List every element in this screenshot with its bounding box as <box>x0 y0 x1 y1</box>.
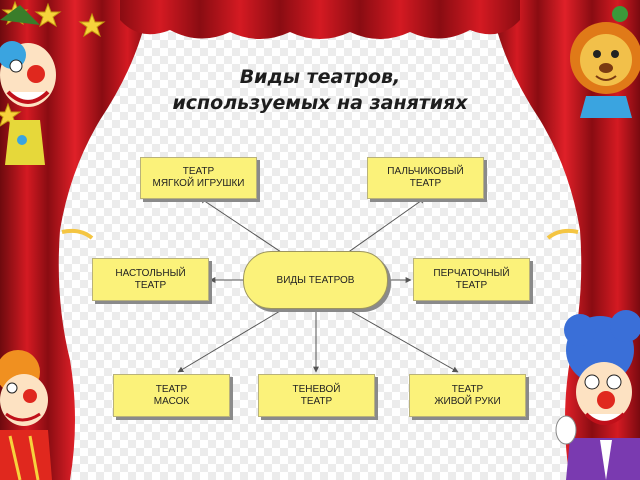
page-title: Виды театров, используемых на занятиях <box>120 64 520 116</box>
node-label-line2: ТЕАТР <box>409 178 442 189</box>
title-line-2: используемых на занятиях <box>172 92 468 114</box>
node-label-line1: ТЕАТР <box>155 383 188 395</box>
node-label-line2: ТЕАТР <box>455 279 488 291</box>
node-label-line1: ТЕНЕВОЙ <box>292 383 341 395</box>
node-label-line1: ТЕАТР <box>451 383 484 395</box>
node-label-line1: ТЕАТР <box>182 166 215 177</box>
node-label-line2: ТЕАТР <box>134 279 167 291</box>
curtain-valance <box>120 0 520 39</box>
connector-arrow <box>339 197 426 259</box>
node-label-line1: ПЕРЧАТОЧНЫЙ <box>433 267 510 279</box>
node-label-line1: ПАЛЬЧИКОВЫЙ <box>387 166 464 177</box>
center-node-label: ВИДЫ ТЕАТРОВ <box>276 274 355 286</box>
node-label-line2: МАСОК <box>153 395 190 407</box>
center-node: ВИДЫ ТЕАТРОВ <box>243 251 388 309</box>
connector-arrow <box>339 304 459 373</box>
node-label-line1: НАСТОЛЬНЫЙ <box>115 267 186 279</box>
node-label-line2: ЖИВОЙ РУКИ <box>434 395 501 407</box>
connector-arrow <box>199 197 291 259</box>
node-label-line2: ТЕАТР <box>300 395 333 407</box>
node-label-line2: МЯГКОЙ ИГРУШКИ <box>152 178 245 189</box>
connector-arrow <box>177 304 291 373</box>
title-line-1: Виды театров, <box>239 66 401 88</box>
